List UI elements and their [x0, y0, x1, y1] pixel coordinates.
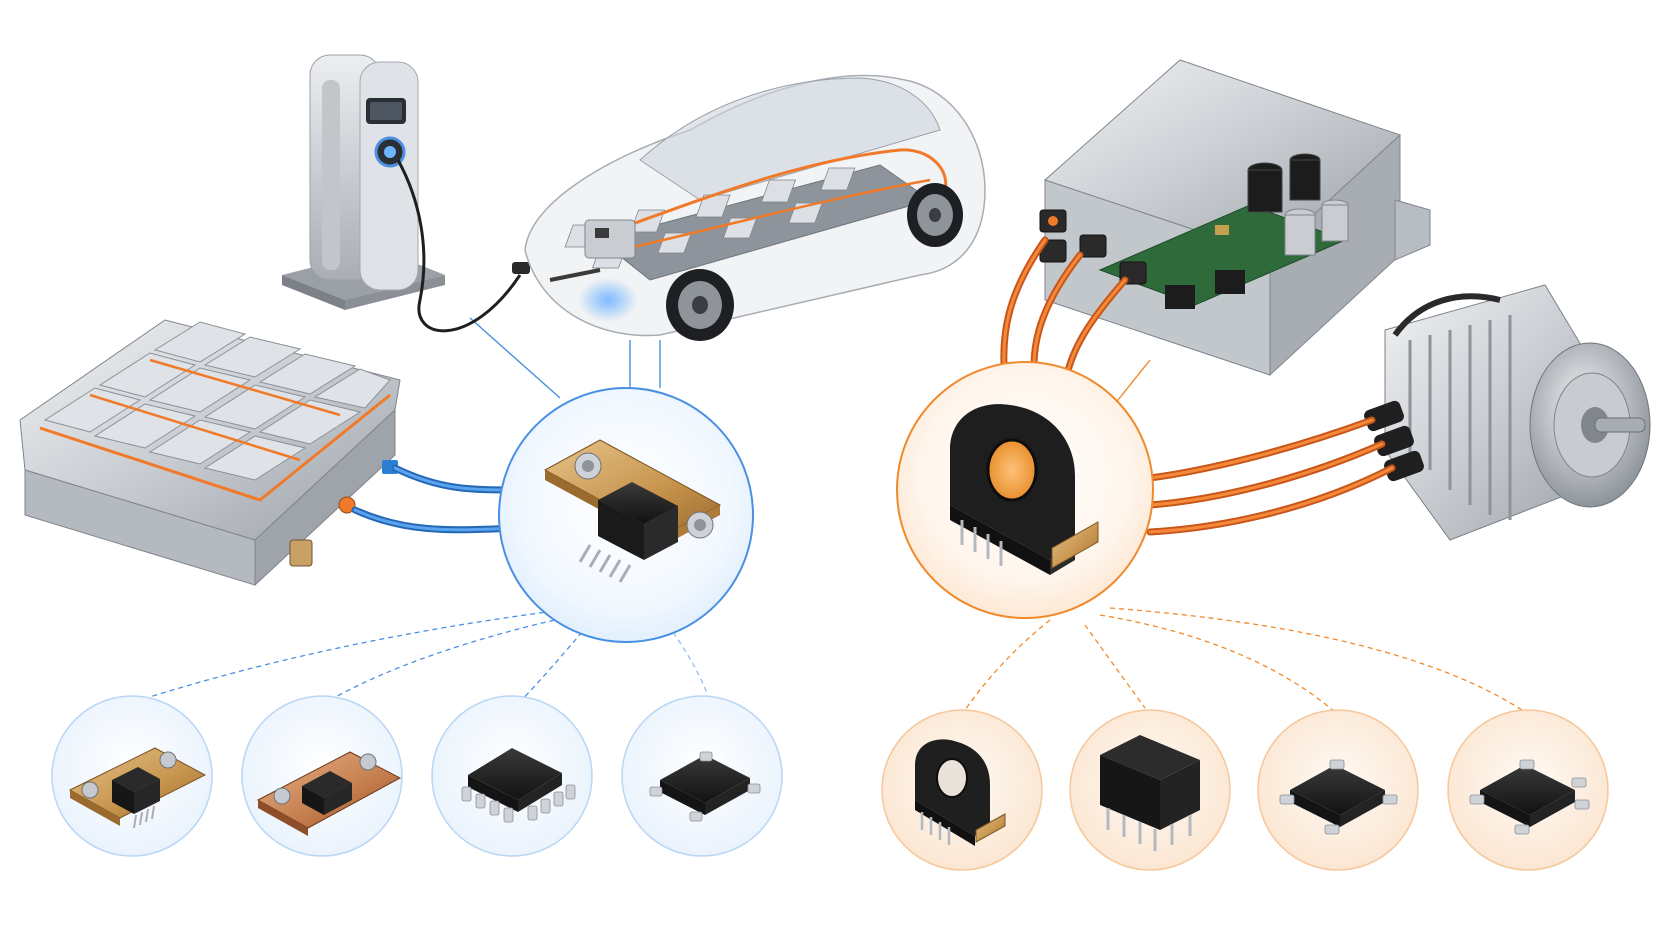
shunt-resistor-with-ic-icon [543, 439, 722, 583]
hall-sensor-ring-icon [915, 739, 1006, 846]
hub-to-variant-8-line [1109, 607, 1526, 713]
variant-soic8 [431, 695, 593, 857]
variant-sot-5 [1447, 709, 1609, 871]
sot-chip-4-lead-icon [1279, 759, 1398, 835]
electric-car-cutaway-icon [524, 74, 986, 341]
shunt-resistor-copper-icon [256, 751, 402, 836]
hub-to-variant-6-line [1084, 624, 1146, 709]
ev-charging-station-icon [282, 54, 530, 333]
hub-to-variant-2-line [329, 615, 573, 701]
variant-dip-module [1069, 709, 1231, 871]
motor-inverter-controller-icon [1039, 59, 1431, 377]
electric-motor-icon [1364, 284, 1651, 541]
charger-to-hub-line [469, 317, 561, 399]
hub-to-variant-4-line [667, 624, 711, 703]
motor-to-hub-cables [1146, 416, 1396, 536]
soic8-chip-icon [461, 748, 576, 823]
hall-sensor-hub [896, 361, 1154, 619]
variant-hall-ring [881, 709, 1043, 871]
hub-to-variant-7-line [1099, 614, 1336, 713]
hall-current-sensor-icon [950, 404, 1099, 575]
shunt-resistor-hub [498, 387, 754, 643]
hub-to-variant-3-line [519, 624, 589, 703]
sot-chip-icon [649, 751, 761, 822]
variant-shunt-brass [51, 695, 213, 857]
car-to-hub-lines [629, 340, 661, 388]
sot-chip-5-lead-icon [1469, 759, 1590, 835]
variant-sot [621, 695, 783, 857]
battery-to-hub-cables [351, 464, 524, 534]
battery-pack-icon [19, 319, 401, 587]
variant-sot-4 [1257, 709, 1419, 871]
hub-to-variant-5-line [964, 619, 1051, 711]
variant-shunt-copper [241, 695, 403, 857]
hub-to-variant-1-line [139, 609, 563, 701]
dip-module-icon [1100, 735, 1200, 851]
shunt-resistor-brass-icon [68, 747, 207, 829]
